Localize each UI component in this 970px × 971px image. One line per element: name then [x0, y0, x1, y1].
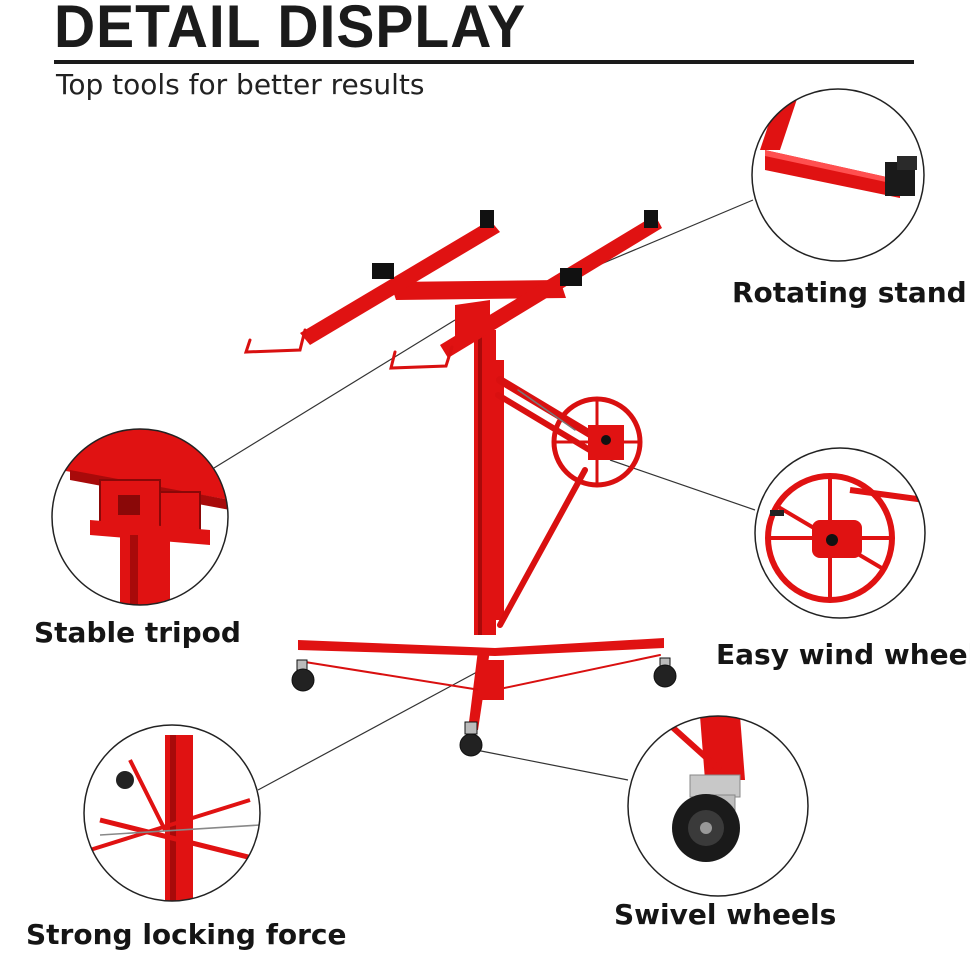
- tripod-leg-left: [298, 640, 495, 656]
- page-title: DETAIL DISPLAY: [54, 0, 527, 61]
- lift-mast: [474, 330, 496, 635]
- detail-circle-wind-wheel: [754, 447, 926, 619]
- leader-line-wind-wheel: [609, 459, 756, 511]
- detail-circle-rotating-stand: [751, 88, 925, 262]
- drywall-lift-frame: [243, 210, 677, 757]
- caster-wheels: [291, 657, 677, 757]
- title-divider: [54, 60, 914, 64]
- tripod-leg-right: [495, 638, 664, 656]
- label-swivel-wheels: Swivel wheels: [614, 898, 837, 931]
- leader-line-stable-tripod: [213, 319, 456, 469]
- label-rotating-stand: Rotating stand: [732, 276, 967, 309]
- label-strong-locking-force: Strong locking force: [26, 918, 347, 951]
- right-arm: [440, 215, 662, 358]
- detail-circle-locking: [83, 724, 261, 902]
- detail-circle-swivel-wheels: [627, 715, 809, 897]
- detail-circle-stable-tripod: [51, 428, 229, 606]
- left-arm: [300, 220, 500, 345]
- top-crossbar: [390, 280, 566, 300]
- label-easy-wind-wheel: Easy wind wheel: [716, 638, 970, 671]
- page-subtitle: Top tools for better results: [56, 68, 425, 101]
- leader-line-swivel-wheels: [475, 749, 629, 781]
- label-stable-tripod: Stable tripod: [34, 616, 241, 649]
